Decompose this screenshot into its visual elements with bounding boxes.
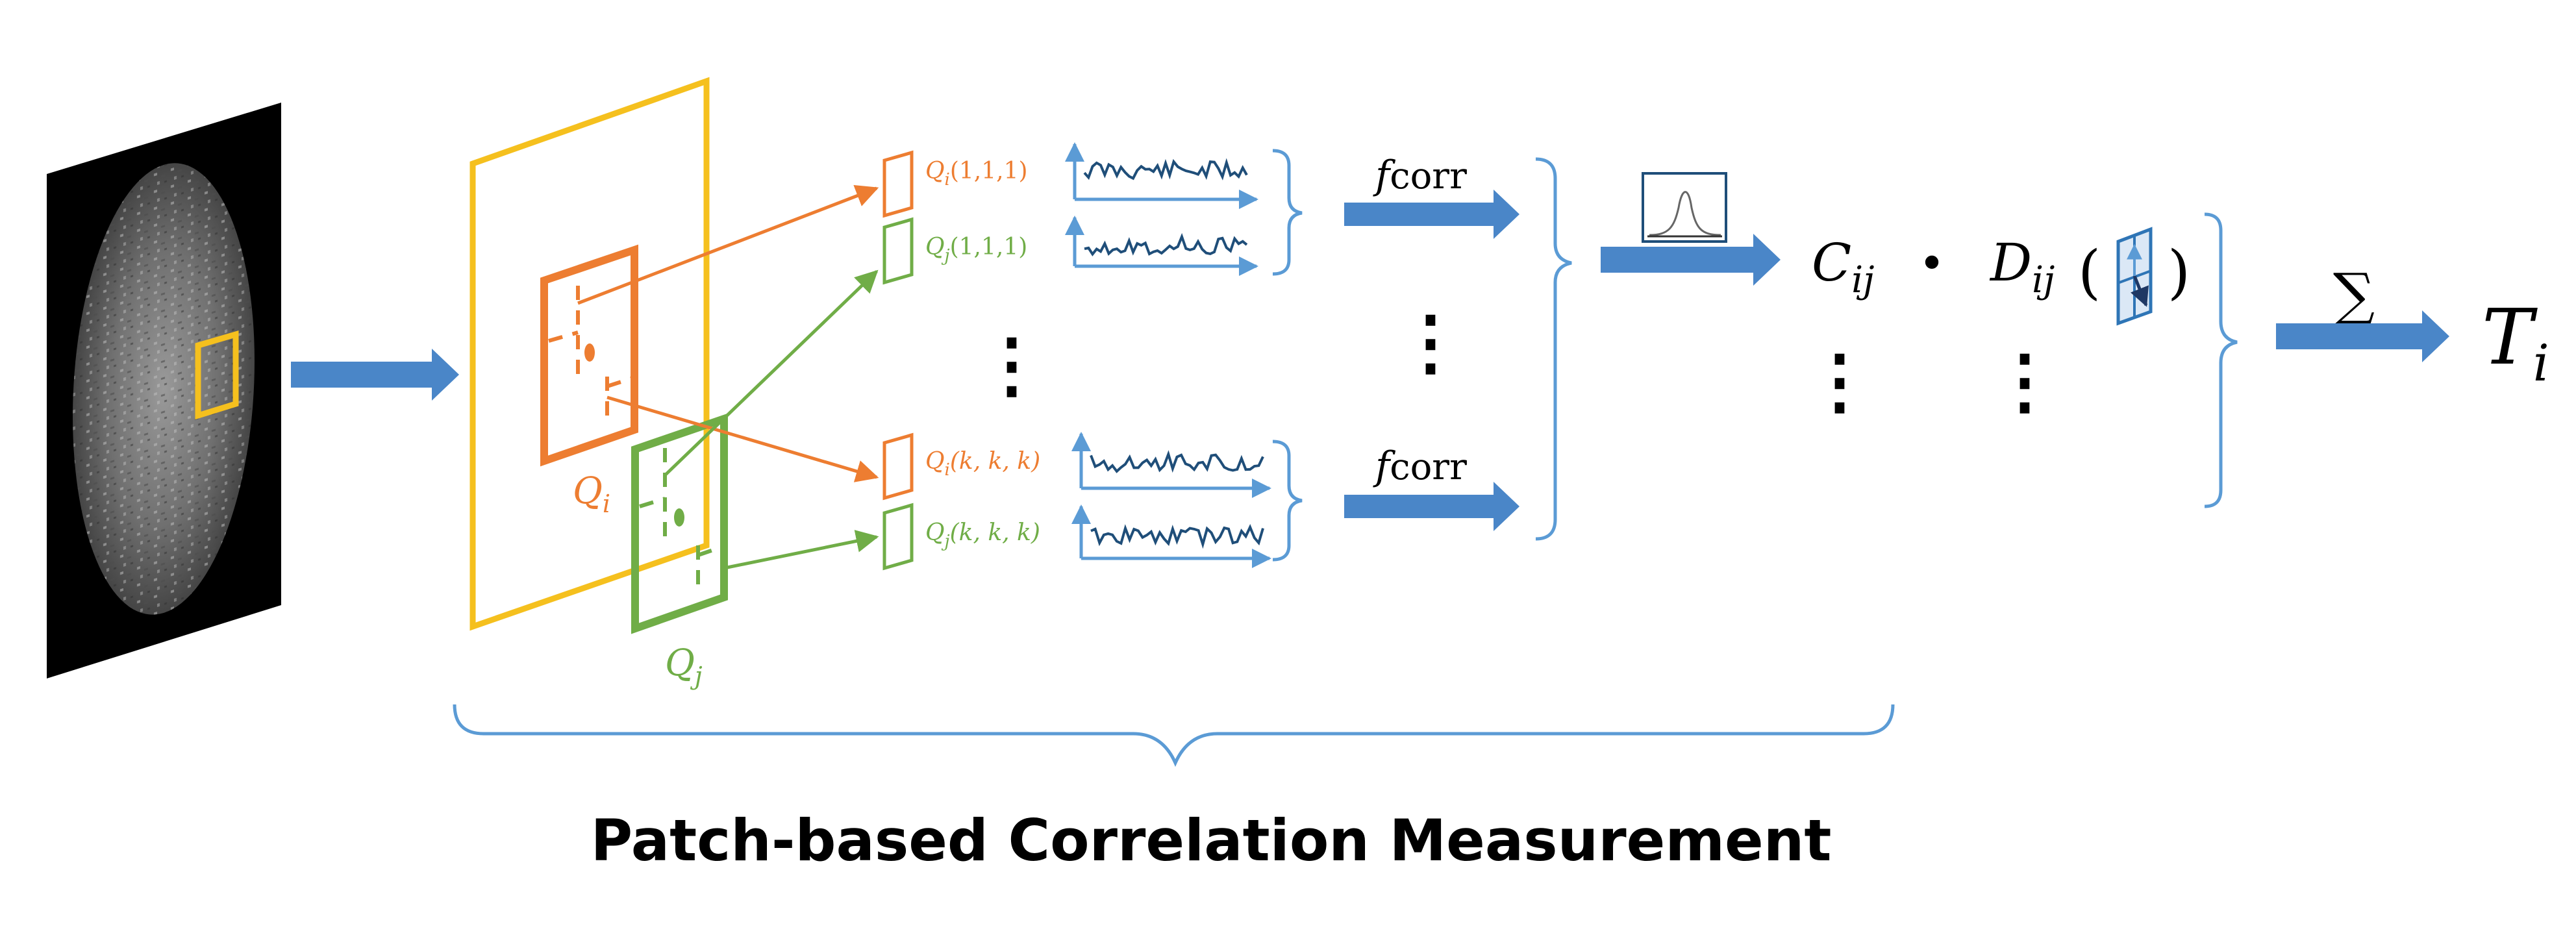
arrow-qi-to-qikkk (606, 395, 879, 482)
label-qj-111: Qj(1,1,1) (925, 234, 1027, 266)
arrow-qj-to-qj111 (664, 269, 879, 477)
mri-slice (47, 103, 281, 678)
label-dij: Dij (1989, 232, 2055, 301)
ellipsis-cij: ⋮ (1804, 339, 1875, 423)
patch-qj-voxel (674, 508, 684, 527)
label-qj: Qj (665, 642, 703, 690)
volume-panel: Qi Qj (469, 77, 728, 690)
plot-qj-111 (1065, 216, 1258, 276)
subpatch-qi-kkk (882, 432, 914, 501)
fcorr-arrow-bottom (1344, 482, 1519, 531)
subpatch-qj-kkk (882, 503, 914, 571)
plot-qi-kkk (1071, 432, 1271, 498)
ellipsis-dij: ⋮ (1989, 339, 2060, 423)
patch-qj (631, 413, 728, 634)
patch-qi-dash-2 (548, 330, 579, 343)
fcorr-label-bottom: fcorr (1373, 443, 1467, 489)
label-cij: Cij (1812, 232, 1875, 301)
brace-bottom (453, 704, 1895, 767)
fcorr-arrow-top (1344, 190, 1519, 239)
direction-icon (2116, 227, 2153, 326)
brace-pair-kkk (1272, 440, 1303, 562)
timeseries-plots (1065, 142, 1271, 568)
dot-operator: • (1918, 237, 1945, 290)
signal-qi-111 (1083, 158, 1248, 180)
plot-qj-kkk (1071, 504, 1271, 568)
label-qi: Qi (573, 470, 610, 518)
label-qi-kkk: Qi(k, k, k) (925, 448, 1040, 480)
label-qi-111: Qi(1,1,1) (925, 158, 1028, 190)
dij-close-paren: ) (2168, 238, 2190, 306)
patch-qi (540, 244, 638, 467)
arrow-to-cij (1601, 234, 1781, 286)
ellipsis-patches: ⋮ (976, 323, 1047, 406)
selected-patch (195, 330, 239, 420)
caption: Patch-based Correlation Measurement (591, 807, 1832, 874)
patch-qj-dash-2 (639, 497, 666, 508)
patch-qi-dash-4 (606, 377, 632, 388)
brace-pair-111 (1272, 149, 1303, 276)
arrow-to-ti (2276, 310, 2449, 362)
brace-sum (2204, 212, 2238, 508)
arrow-to-volume (291, 349, 459, 401)
patch-qi-voxel (584, 343, 595, 362)
fcorr-label-top: fcorr (1373, 153, 1467, 198)
subpatch-qj-111 (882, 217, 914, 285)
signal-qj-111 (1084, 232, 1248, 256)
plot-qi-111 (1065, 142, 1258, 209)
dij-open-paren: ( (2078, 238, 2101, 306)
brain-texture (73, 163, 255, 615)
signal-qj-kkk (1090, 524, 1264, 549)
arrow-qi-to-qi111 (577, 184, 879, 305)
gaussian-icon (1642, 172, 1727, 243)
subpatch-qi-111 (882, 150, 914, 218)
label-ti: Ti (2482, 292, 2549, 393)
sigma-symbol: ∑ (2333, 261, 2375, 329)
arrow-qj-to-qjkkk (723, 530, 879, 570)
ellipsis-fcorr: ⋮ (1395, 300, 1466, 384)
volume-frame (469, 77, 710, 631)
patch-qj-dash-4 (697, 545, 721, 557)
brace-correlations (1535, 157, 1572, 541)
signal-qi-kkk (1090, 450, 1264, 473)
label-qj-kkk: Qj(k, k, k) (925, 519, 1040, 551)
